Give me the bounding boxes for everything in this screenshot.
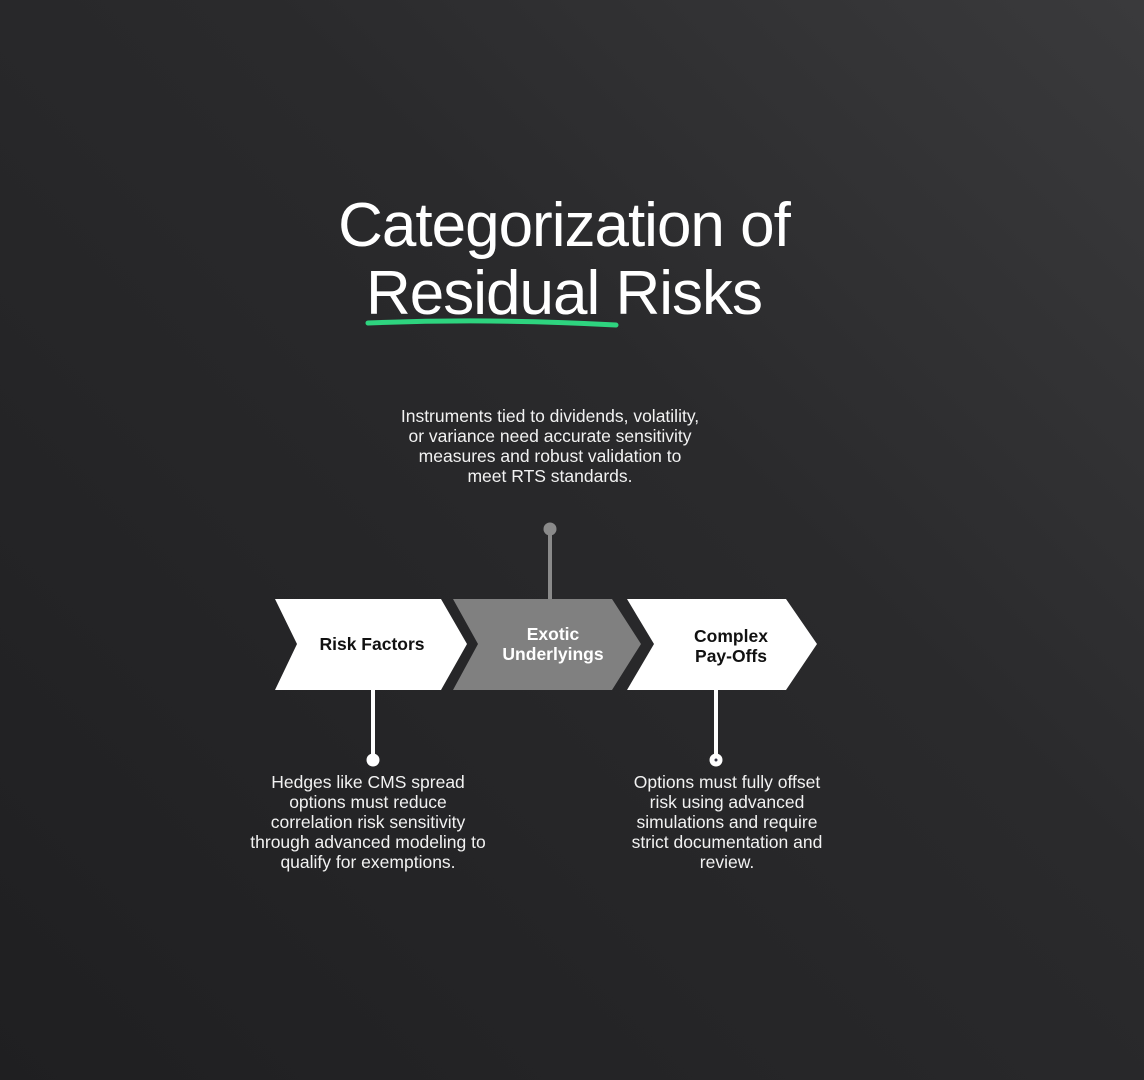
description-exotic-underlyings: Instruments tied to dividends, volatilit… — [400, 406, 700, 486]
label-line: Underlyings — [502, 644, 604, 664]
description-complex-payoffs: Options must fully offset risk using adv… — [631, 772, 823, 872]
connector-dot-top — [543, 522, 557, 536]
title-highlight: Residual — [365, 259, 600, 328]
chevron-risk-factors[interactable] — [275, 599, 467, 690]
title-line-2: Residual Risks — [0, 258, 1136, 329]
label-line: Pay-Offs — [695, 646, 767, 666]
label-line: Exotic — [526, 624, 580, 644]
chevron-exotic-underlyings[interactable] — [453, 599, 641, 690]
step-label-risk-factors: Risk Factors — [319, 634, 425, 654]
description-risk-factors: Hedges like CMS spread options must redu… — [250, 772, 486, 872]
title-underline — [365, 318, 619, 328]
connector-dot-center — [714, 758, 718, 762]
label-line: Complex — [694, 626, 768, 646]
connector-dot-left — [366, 753, 380, 767]
title-rest: Risks — [615, 259, 763, 328]
title-line-1: Categorization of — [338, 191, 791, 260]
chevron-complex-payoffs[interactable] — [627, 599, 817, 690]
